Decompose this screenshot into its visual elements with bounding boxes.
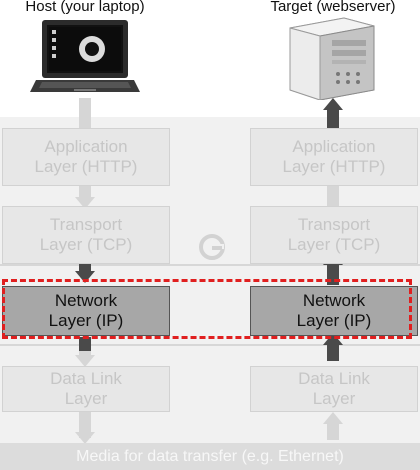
target-arrow-top-head <box>323 98 343 110</box>
target-network-line2: Layer (IP) <box>296 311 372 330</box>
network-layer-highlight <box>2 279 412 339</box>
host-network-line2: Layer (IP) <box>48 311 124 330</box>
host-arrow-datalink-dark-shaft <box>79 337 91 351</box>
host-application-line1: Application <box>44 137 128 156</box>
target-arrow-datalink-shaft <box>327 422 339 440</box>
host-datalink-line2: Layer <box>64 389 108 408</box>
server-icon <box>289 17 375 100</box>
target-transport-line2: Layer (TCP) <box>287 235 381 254</box>
media-bar: Media for data transfer (e.g. Ethernet) <box>0 443 420 470</box>
target-application-line1: Application <box>292 137 376 156</box>
target-arrow-top-shaft <box>327 108 339 128</box>
host-arrow-media-head <box>75 432 95 444</box>
host-transport-line1: Transport <box>49 215 123 234</box>
watermark-logo-icon <box>199 234 225 260</box>
laptop-icon <box>30 20 140 92</box>
host-arrow-app-shaft <box>79 98 91 130</box>
host-datalink-line1: Data Link <box>50 369 122 388</box>
host-network-line1: Network <box>54 291 118 310</box>
target-transport-line1: Transport <box>297 215 371 234</box>
host-caption: Host (your laptop) <box>25 0 145 15</box>
upper-divider <box>0 264 420 266</box>
host-arrow-datalink-shaft <box>79 351 91 357</box>
target-application-line2: Layer (HTTP) <box>282 157 386 176</box>
host-application-line2: Layer (HTTP) <box>34 157 138 176</box>
target-datalink-line1: Data Link <box>298 369 370 388</box>
lower-divider <box>0 344 420 346</box>
target-network-line1: Network <box>302 291 366 310</box>
target-datalink-line2: Layer <box>312 389 356 408</box>
target-arrow-datalink-head <box>323 412 343 424</box>
target-arrow-app-shaft <box>327 184 339 206</box>
host-transport-line2: Layer (TCP) <box>39 235 133 254</box>
host-arrow-media-shaft <box>79 412 91 438</box>
target-caption: Target (webserver) <box>270 0 396 15</box>
host-arrow-datalink-head <box>75 355 95 367</box>
target-arrow-network-shaft <box>327 343 339 361</box>
